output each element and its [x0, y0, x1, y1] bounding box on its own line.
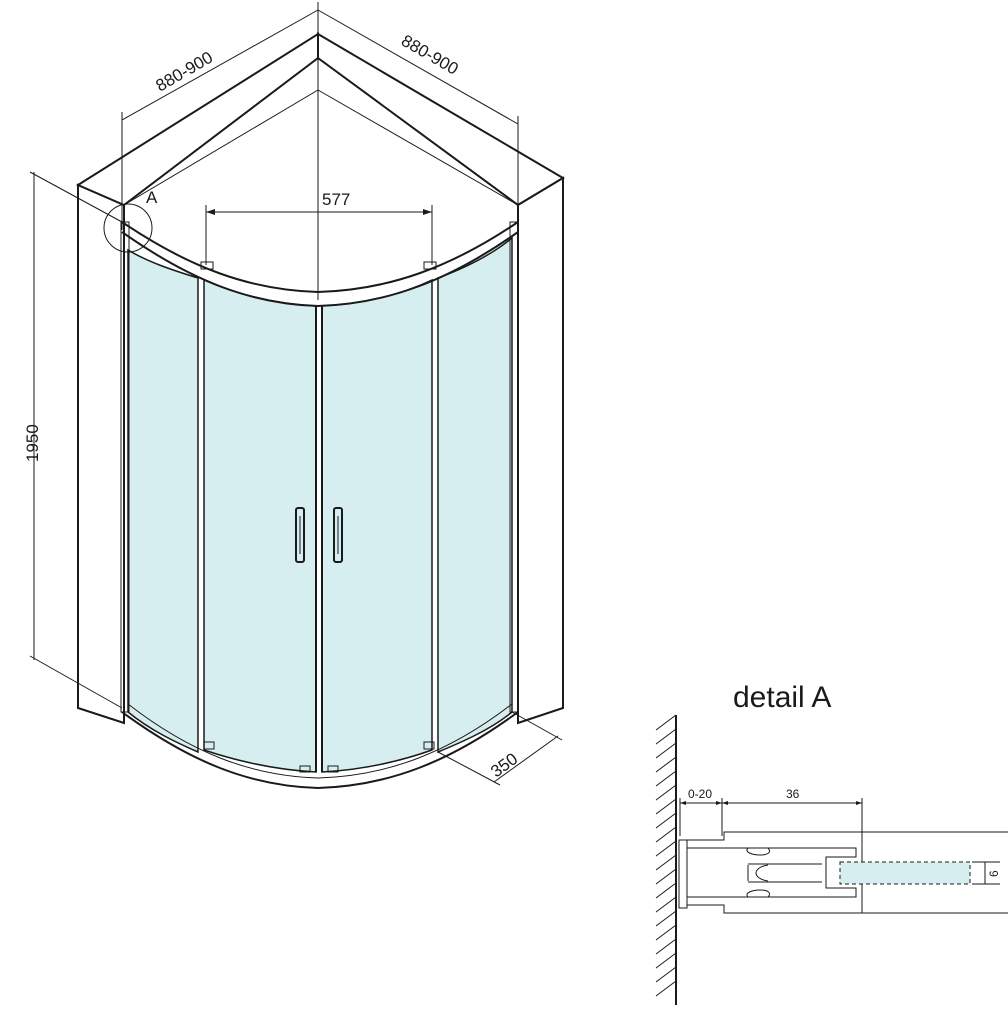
dim-depth: 350 [487, 749, 521, 781]
dim-height: 1950 [23, 424, 42, 462]
roller [327, 765, 339, 773]
detail-a-title: detail A [733, 681, 831, 714]
detail-a: detail A [655, 681, 1008, 1005]
dim-profile-width: 36 [786, 787, 800, 801]
detail-glass [839, 861, 971, 885]
left-sliding-door [203, 278, 317, 773]
roller [203, 741, 215, 750]
bottom-rail [121, 711, 519, 790]
dim-door-opening: 577 [322, 190, 350, 209]
right-door-handle [333, 507, 343, 563]
detail-a-marker: A [146, 188, 158, 207]
roller [423, 741, 435, 750]
roller [200, 261, 214, 270]
detail-wall-hatch [655, 714, 677, 1005]
left-wall-profile [120, 221, 130, 713]
dim-glass-thickness: 6 [987, 870, 1001, 877]
right-fixed-panel [437, 236, 513, 754]
detail-a-callout-circle [103, 203, 153, 253]
roller [299, 765, 311, 773]
dim-adjust-range: 0-20 [688, 787, 712, 801]
top-rail [121, 221, 519, 294]
dim-width-right: 880-900 [398, 31, 462, 79]
dim-width-left: 880-900 [153, 48, 217, 96]
left-door-handle [295, 507, 305, 563]
roller [423, 261, 437, 270]
enclosure: A [103, 188, 519, 790]
corner-walls [75, 32, 565, 725]
right-wall-profile [509, 221, 519, 713]
left-fixed-panel [127, 248, 199, 754]
